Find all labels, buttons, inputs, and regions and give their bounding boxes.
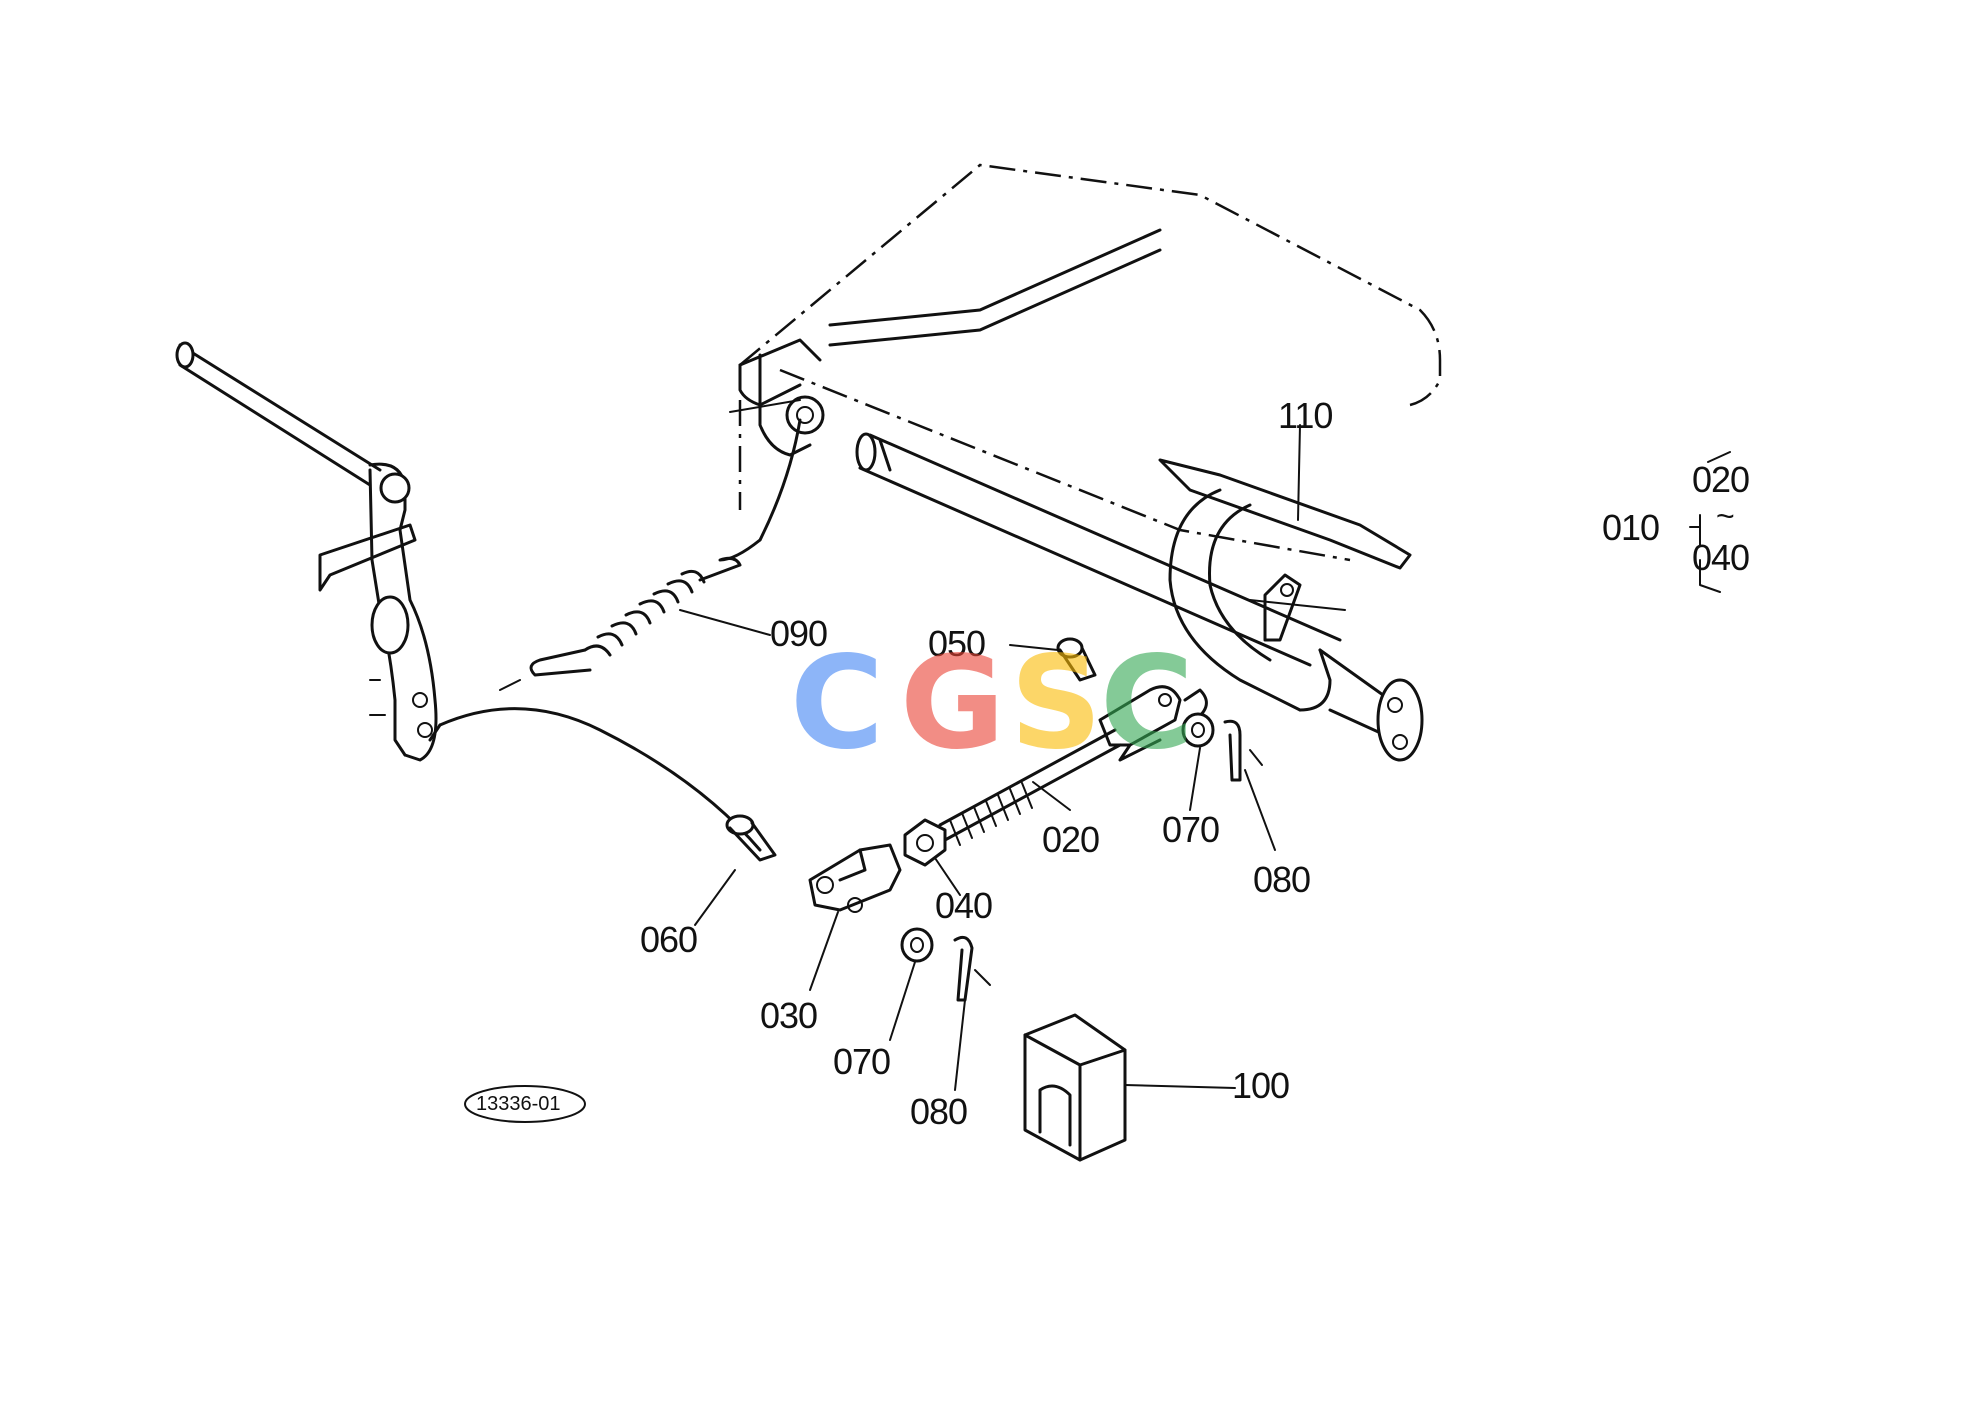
- range-symbol: ~: [1716, 498, 1735, 534]
- clevis-030: [808, 843, 902, 913]
- callout-100: 100: [1232, 1065, 1290, 1106]
- cotter-pin-080-left: [953, 935, 991, 1002]
- leader-lines: [679, 424, 1731, 1091]
- callout-110: 110: [1278, 395, 1333, 436]
- callout-030: 030: [760, 995, 818, 1036]
- callout-010: 010: [1602, 507, 1660, 548]
- block-100: [1023, 1013, 1127, 1162]
- callout-040: 040: [935, 885, 993, 926]
- watermark-letter-4: C: [1100, 629, 1194, 778]
- callout-090: 090: [770, 613, 828, 654]
- pin-060: [725, 814, 777, 862]
- seat-outline: [738, 163, 1442, 562]
- left-lever: [175, 341, 438, 762]
- watermark-letter-3: S: [1010, 629, 1103, 778]
- pedal-arm: [1158, 458, 1424, 762]
- callout-080-left: 080: [910, 1091, 968, 1132]
- watermark-letter-2: G: [900, 629, 1006, 778]
- callout-060: 060: [640, 919, 698, 960]
- pivot-bracket: [729, 353, 825, 457]
- adjust-rod-020: [428, 685, 1208, 852]
- callout-070-left: 070: [833, 1041, 891, 1082]
- callout-020-range-top: 020: [1692, 459, 1750, 500]
- callout-070-right: 070: [1162, 809, 1220, 850]
- callout-050: 050: [928, 623, 986, 664]
- callout-020: 020: [1042, 819, 1100, 860]
- washer-070-right: [1181, 712, 1215, 748]
- callout-040-range-bottom: 040: [1692, 537, 1750, 578]
- callout-080-right: 080: [1253, 859, 1311, 900]
- washer-070-left: [900, 927, 934, 963]
- watermark-letter-1: C: [790, 629, 884, 778]
- drawing-ref-frame: [464, 1085, 586, 1123]
- lock-nut-040: [903, 818, 947, 867]
- pin-050: [1056, 637, 1097, 682]
- cotter-pin-080-right: [1223, 719, 1263, 782]
- drawing-ref-label: 13336-01: [476, 1093, 561, 1115]
- tension-spring-090: [499, 418, 802, 691]
